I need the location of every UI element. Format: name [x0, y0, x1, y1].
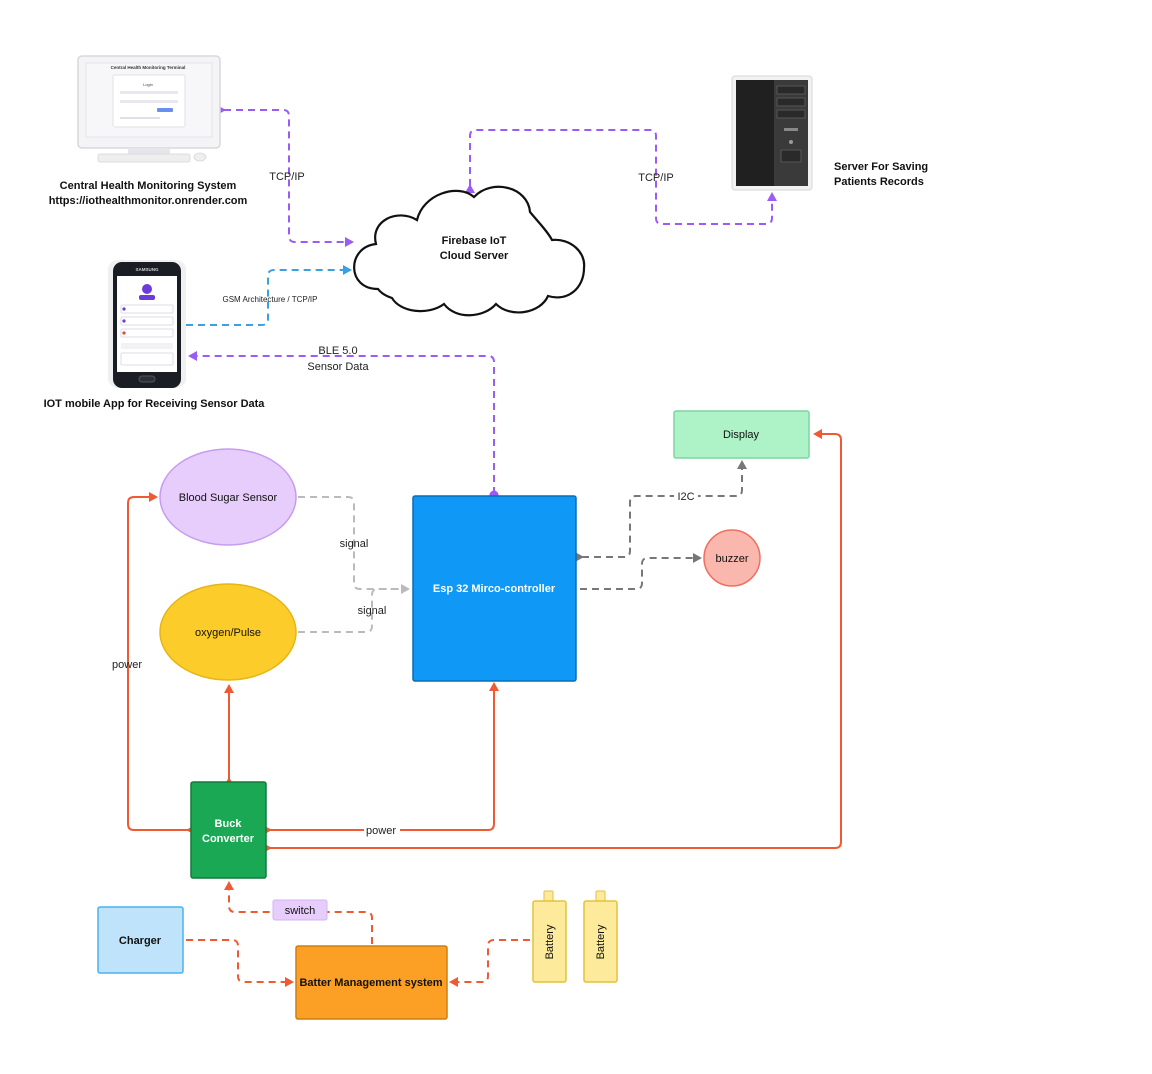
- battery-icon-2: [583, 890, 618, 983]
- power-charger-bms: [186, 939, 294, 987]
- desktop-screen-title: Central Health Monitoring Terminal: [111, 65, 186, 70]
- switch-label: switch: [285, 905, 316, 917]
- label-i2c: I2C: [677, 491, 694, 503]
- buck-label-line2: Converter: [202, 833, 255, 845]
- desktop-computer-icon: [77, 55, 221, 163]
- phone-brand: SAMSUNG: [135, 267, 159, 272]
- charger-block: [97, 906, 184, 974]
- esp32-label: Esp 32 Mirco-controller: [433, 583, 556, 595]
- label-power-esp: power: [366, 825, 396, 837]
- battery-2-label: Battery: [595, 924, 607, 959]
- oxygen-pulse-label: oxygen/Pulse: [195, 627, 261, 639]
- label-power-left: power: [112, 659, 142, 671]
- buzzer-node: [703, 529, 761, 587]
- label-ble-line2: Sensor Data: [307, 361, 369, 373]
- link-esp-buzzer: [580, 553, 702, 590]
- label-signal-blood: signal: [340, 538, 369, 550]
- display-label: Display: [723, 429, 760, 441]
- oxygen-pulse-sensor-node: [159, 583, 297, 681]
- blood-sugar-sensor-node: [159, 448, 297, 546]
- server-caption-line1: Server For Saving: [834, 161, 928, 173]
- battery-management-block: [295, 945, 448, 1020]
- firebase-cloud-shape: [353, 185, 586, 317]
- link-phone-cloud: [186, 265, 352, 326]
- link-oxygen-esp: [298, 588, 408, 633]
- desktop-screen-login: Login: [143, 82, 153, 87]
- label-signal-oxygen: signal: [358, 605, 387, 617]
- label-cloud-server-tcpip: TCP/IP: [638, 172, 673, 184]
- desktop-caption-line2: https://iothealthmonitor.onrender.com: [49, 195, 248, 207]
- link-desktop-cloud: [217, 105, 354, 247]
- power-battery-bms: [449, 939, 530, 987]
- buck-label-line1: Buck: [215, 818, 243, 830]
- battery-1-label: Battery: [544, 924, 556, 959]
- label-desktop-cloud-tcpip: TCP/IP: [269, 171, 304, 183]
- link-esp-phone-ble: [188, 351, 495, 494]
- charger-label: Charger: [119, 935, 162, 947]
- buck-converter-block: [190, 781, 267, 879]
- power-esp-label-bg: [364, 823, 400, 837]
- desktop-caption-line1: Central Health Monitoring System: [60, 180, 237, 192]
- power-buck-esp: [263, 682, 499, 835]
- switch-label-box: [272, 899, 328, 921]
- smartphone-icon: [108, 260, 186, 388]
- display-block: [673, 410, 810, 459]
- bms-label: Batter Management system: [299, 977, 442, 989]
- server-tower-icon: [731, 75, 813, 191]
- cloud-label-line2: Cloud Server: [440, 250, 509, 262]
- label-phone-cloud-gsm: GSM Architecture / TCP/IP: [223, 295, 318, 304]
- power-buck-blood: [127, 492, 195, 835]
- battery-icon-1: [532, 890, 567, 983]
- server-caption-line2: Patients Records: [834, 176, 924, 188]
- esp32-microcontroller-block: [412, 495, 577, 682]
- phone-caption: IOT mobile App for Receiving Sensor Data: [44, 398, 266, 410]
- blood-sugar-label: Blood Sugar Sensor: [179, 492, 278, 504]
- power-buck-display: [263, 429, 842, 853]
- buzzer-label: buzzer: [715, 553, 748, 565]
- cloud-label-line1: Firebase IoT: [442, 235, 507, 247]
- label-ble-line1: BLE 5.0: [318, 345, 357, 357]
- i2c-label-bg: [674, 490, 698, 503]
